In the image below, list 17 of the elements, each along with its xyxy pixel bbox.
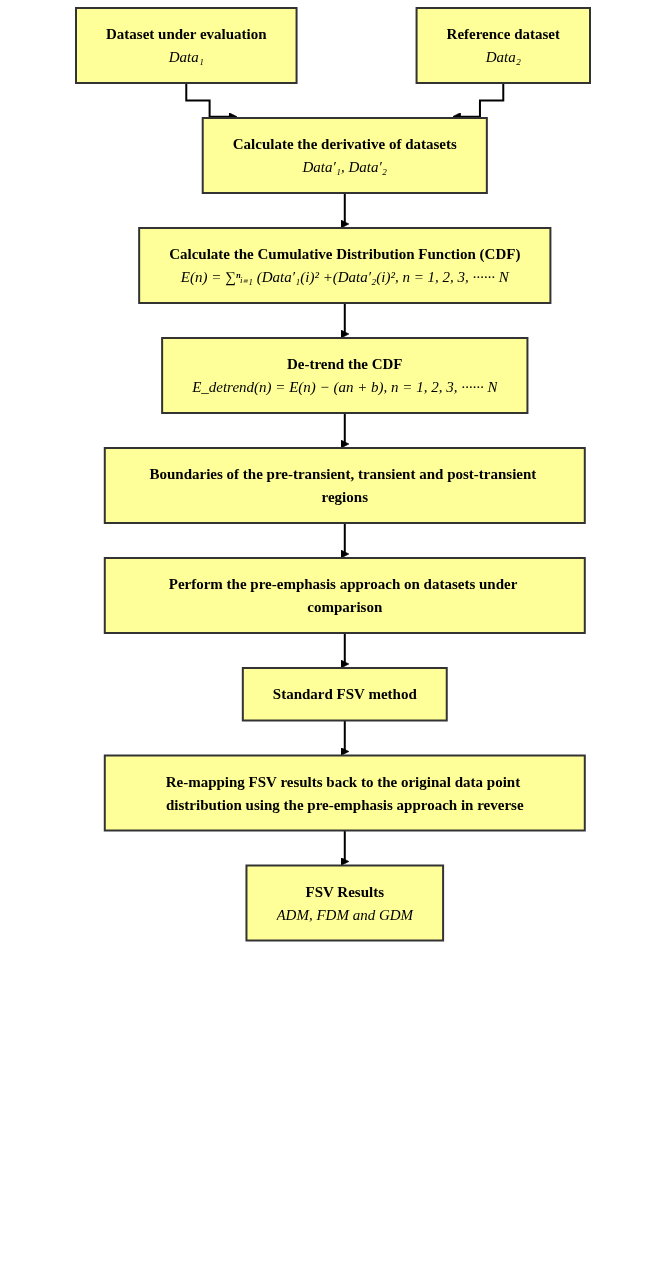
arrow — [340, 719, 350, 756]
arrow — [340, 632, 350, 669]
arrow — [340, 829, 350, 866]
node-box: Calculate the Cumulative Distribution Function (CDF) E(n) = ∑ⁿᵢ₌₁ (Data′₁(i)² +(Data′₂(i)², n = 1, 2, 3, ······ N — [138, 227, 552, 304]
node-box: Dataset under evaluation Data₁ — [75, 7, 298, 84]
arrow — [340, 192, 350, 229]
node-box: Calculate the derivative of datasets Data′₁, Data′₂ — [201, 117, 488, 194]
node-box: Re-mapping FSV results back to the original data point distribution using the pre-emphasis approach in reverse — [103, 754, 586, 832]
arrow — [340, 302, 350, 339]
node-box: FSV Results ADM, FDM and GDM — [245, 864, 445, 942]
node-box: Boundaries of the pre-transient, transient and post-transient regions — [103, 447, 586, 524]
node-box: De-trend the CDF E_detrend(n) = E(n) − (an + b), n = 1, 2, 3, ······ N — [161, 337, 529, 414]
node-box: Reference dataset Data₂ — [415, 7, 591, 84]
node-box: Standard FSV method — [241, 667, 448, 722]
node-box: Perform the pre-emphasis approach on datasets under comparison — [103, 557, 586, 634]
arrow — [340, 522, 350, 559]
arrow — [340, 412, 350, 449]
